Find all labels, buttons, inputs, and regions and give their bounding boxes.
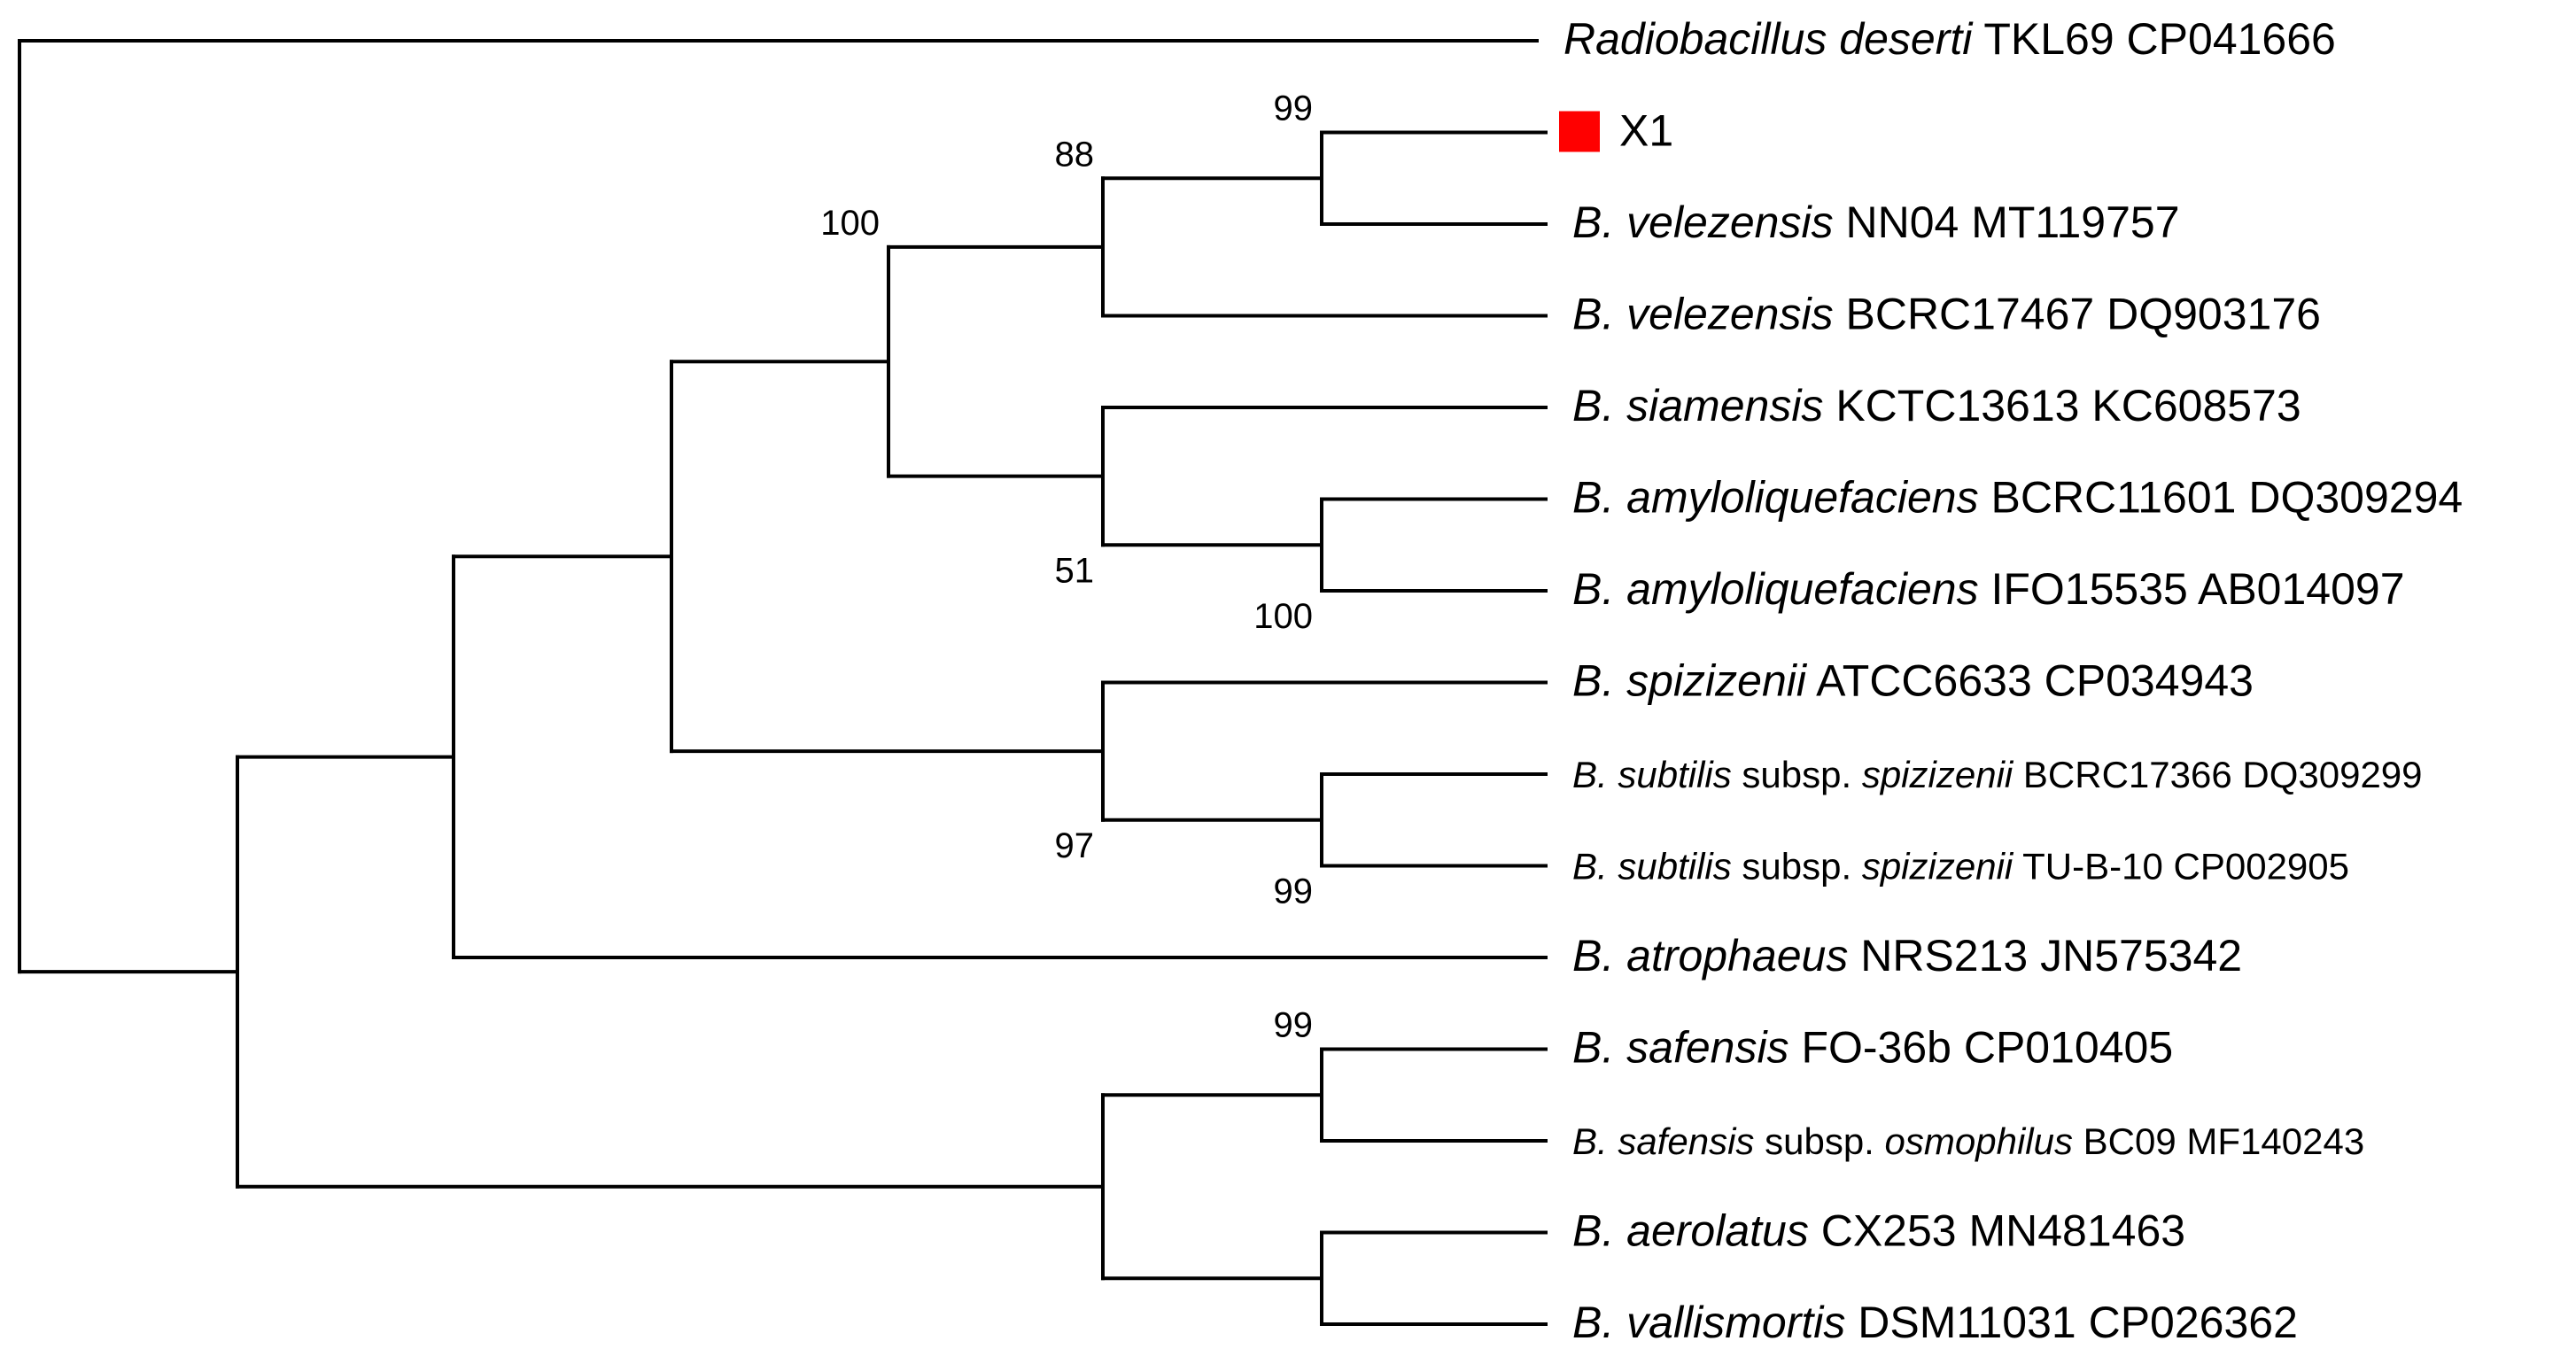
bootstrap-value-n_spiz: 97 (1055, 826, 1095, 865)
taxon-label-t11: B. atrophaeus NRS213 JN575342 (1572, 931, 2242, 981)
taxon-label-t6: B. amyloliquefaciens BCRC11601 DQ309294 (1572, 473, 2463, 523)
bootstrap-value-n_saf: 99 (1274, 1006, 1314, 1045)
taxon-label-t10: B. subtilis subsp. spizizenii TU-B-10 CP… (1572, 846, 2349, 888)
taxon-label-t2: X1 (1619, 106, 1673, 156)
taxon-label-t5: B. siamensis KCTC13613 KC608573 (1572, 381, 2301, 430)
taxon-label-t3: B. velezensis NN04 MT119757 (1572, 198, 2180, 247)
taxon-label-t14: B. aerolatus CX253 MN481463 (1572, 1206, 2185, 1256)
taxon-label-t15: B. vallismortis DSM11031 CP026362 (1572, 1298, 2298, 1347)
bootstrap-values: 99 88 100 51 100 99 97 99 (820, 89, 1313, 1045)
taxon-label-t13: B. safensis subsp. osmophilus BC09 MF140… (1572, 1120, 2364, 1162)
taxon-label-t1: Radiobacillus deserti TKL69 CP041666 (1563, 14, 2336, 64)
isolate-marker-icon (1559, 111, 1600, 152)
bootstrap-value-n_vel_amy: 100 (820, 204, 880, 243)
taxon-label-t9: B. subtilis subsp. spizizenii BCRC17366 … (1572, 754, 2423, 795)
bootstrap-value-n_siam: 51 (1055, 551, 1095, 590)
taxon-label-t8: B. spizizenii ATCC6633 CP034943 (1572, 656, 2254, 706)
taxon-label-t12: B. safensis FO-36b CP010405 (1572, 1023, 2173, 1073)
bootstrap-value-n_x1: 99 (1274, 89, 1314, 128)
bootstrap-value-n_subt: 99 (1274, 872, 1314, 911)
taxon-label-t7: B. amyloliquefaciens IFO15535 AB014097 (1572, 564, 2405, 614)
taxon-label-t4: B. velezensis BCRC17467 DQ903176 (1572, 290, 2321, 339)
bootstrap-value-n_vel: 88 (1055, 135, 1095, 174)
taxon-labels: Radiobacillus deserti TKL69 CP041666X1B.… (1559, 14, 2463, 1347)
bootstrap-value-n_amy: 100 (1253, 597, 1313, 636)
tree-branches (18, 39, 1548, 1326)
